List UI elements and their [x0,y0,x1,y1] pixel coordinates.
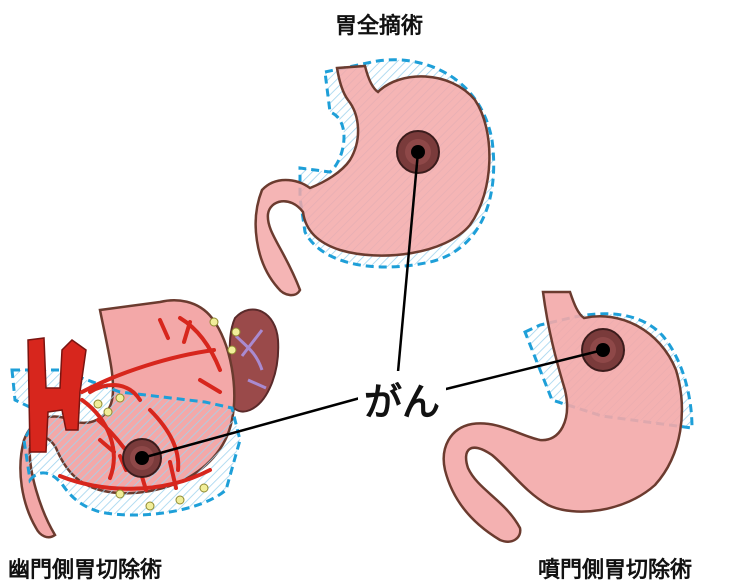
total-gastrectomy-label: 胃全摘術 [335,8,423,40]
distal-gastrectomy-illustration [12,300,278,537]
distal-gastrectomy-label: 幽門側胃切除術 [8,552,162,584]
cancer-label: がん [358,371,446,426]
total-gastrectomy-illustration [256,60,494,295]
proximal-gastrectomy-illustration [444,292,692,542]
proximal-gastrectomy-label: 噴門側胃切除術 [538,552,692,584]
